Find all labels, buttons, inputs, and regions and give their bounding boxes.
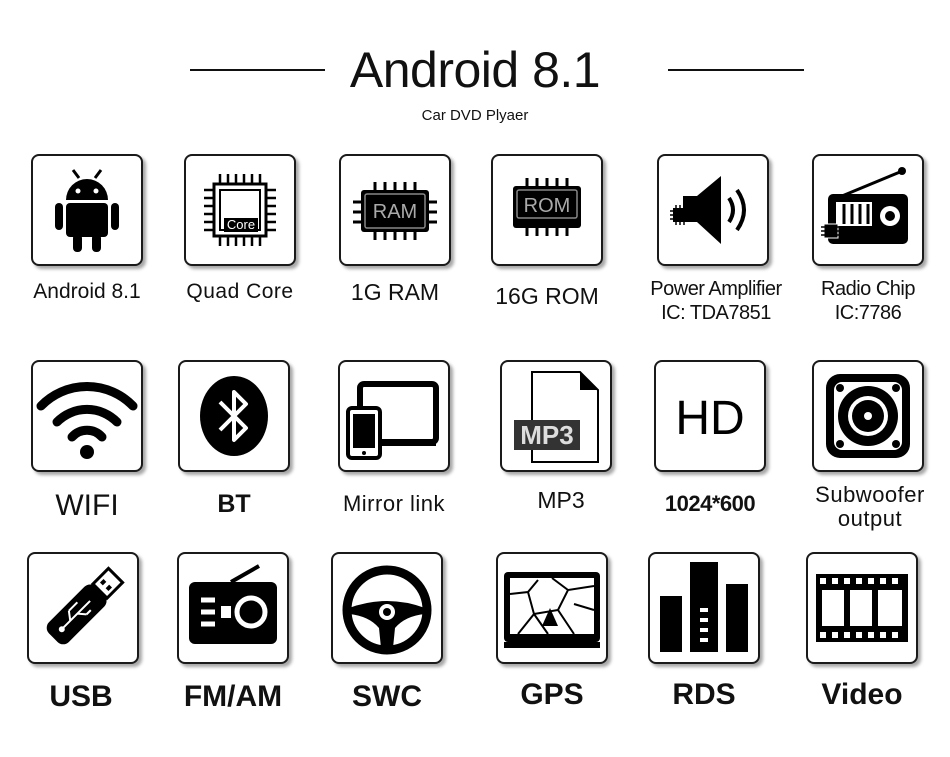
speaker-amplifier-icon — [670, 176, 746, 244]
feature-tile-power-amplifier — [657, 154, 769, 266]
feature-label-bluetooth: BT — [217, 490, 251, 518]
subwoofer-icon — [826, 374, 910, 458]
usb-drive-icon — [46, 566, 125, 645]
feature-label-fm-am: FM/AM — [183, 680, 283, 713]
gps-map-icon — [504, 572, 600, 648]
steering-wheel-icon — [342, 565, 432, 655]
feature-label-android: Android 8.1 — [33, 280, 141, 303]
page-subtitle: Car DVD Plyaer — [421, 107, 529, 124]
bluetooth-icon — [200, 376, 268, 456]
feature-tile-mirror-link — [338, 360, 450, 472]
hd-icon: HD — [675, 392, 744, 445]
svg-text:Core: Core — [227, 217, 255, 232]
feature-tile-quad-core: Core — [184, 154, 296, 266]
svg-text:RAM: RAM — [373, 201, 417, 223]
feature-label-rds: RDS — [672, 678, 736, 711]
feature-label-swc: SWC — [352, 680, 422, 713]
feature-tile-wifi — [31, 360, 143, 472]
mp3-file-icon: MP3 — [514, 371, 599, 463]
feature-tile-subwoofer — [812, 360, 924, 472]
feature-tile-rom: ROM — [491, 154, 603, 266]
android-icon — [55, 169, 119, 252]
feature-tile-bluetooth — [178, 360, 290, 472]
fm-radio-icon — [189, 564, 277, 644]
feature-tile-video — [806, 552, 918, 664]
feature-label-mp3: MP3 — [537, 487, 585, 513]
feature-label-rom: 16G ROM — [495, 283, 599, 309]
radio-icon — [821, 167, 908, 244]
feature-label-resolution: 1024*600 — [664, 491, 756, 516]
feature-label-gps: GPS — [520, 678, 584, 711]
ram-chip-icon: RAM — [353, 182, 437, 240]
feature-label-quad-core: Quad Core — [186, 280, 294, 303]
cpu-core-icon: Core — [204, 174, 276, 246]
svg-text:HD: HD — [675, 392, 744, 445]
title-line-left — [190, 69, 325, 71]
feature-tile-ram: RAM — [339, 154, 451, 266]
feature-label-video: Video — [821, 678, 903, 711]
feature-tile-hd: HD — [654, 360, 766, 472]
title-line-right — [668, 69, 804, 71]
feature-label-wifi: WIFI — [55, 489, 119, 522]
svg-text:MP3: MP3 — [520, 420, 573, 450]
film-strip-icon — [816, 574, 908, 642]
feature-label-mirror-link: Mirror link — [342, 491, 446, 516]
feature-label-usb: USB — [49, 680, 113, 713]
rom-chip-icon: ROM — [513, 178, 581, 236]
wifi-icon — [36, 382, 138, 459]
page-title: Android 8.1 — [349, 42, 601, 98]
rds-bars-icon — [660, 562, 748, 652]
feature-tile-rds — [648, 552, 760, 664]
feature-tile-fm-am — [177, 552, 289, 664]
feature-tile-gps — [496, 552, 608, 664]
feature-label-ram: 1G RAM — [350, 279, 440, 305]
feature-tile-mp3: MP3 — [500, 360, 612, 472]
feature-tile-swc — [331, 552, 443, 664]
feature-tile-android — [31, 154, 143, 266]
mirror-link-icon — [346, 381, 439, 460]
svg-text:ROM: ROM — [524, 195, 571, 217]
feature-tile-usb — [27, 552, 139, 664]
feature-tile-radio-chip — [812, 154, 924, 266]
